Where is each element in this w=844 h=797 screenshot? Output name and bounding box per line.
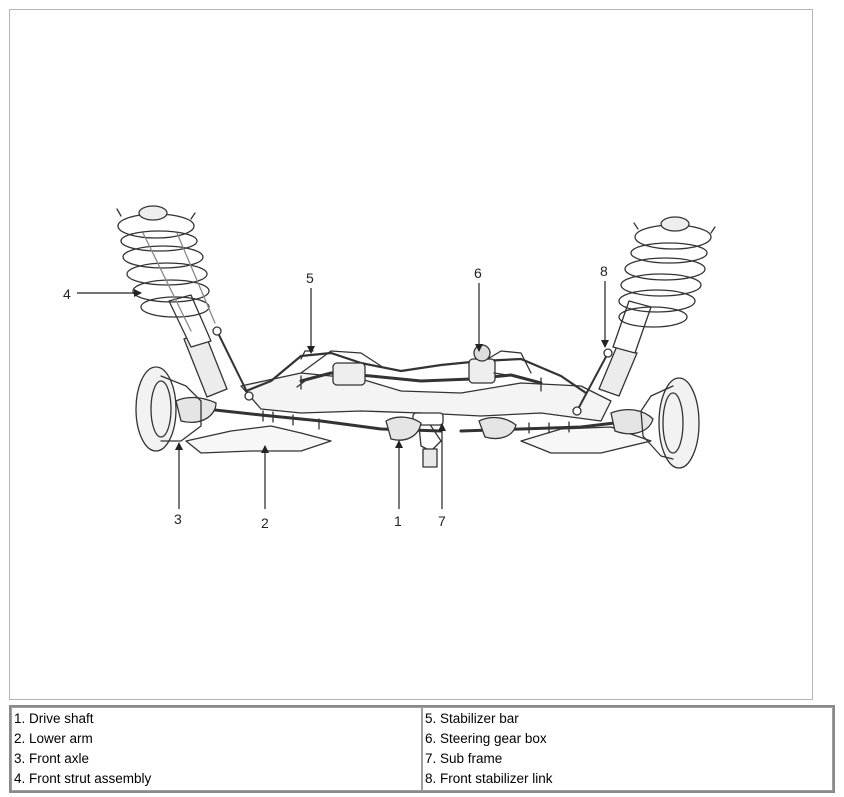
callout-4: 4 <box>63 286 71 302</box>
callout-7: 7 <box>438 513 446 529</box>
callout-6: 6 <box>474 265 482 281</box>
callout-2: 2 <box>261 515 269 531</box>
legend-item-stabilizer-bar: 5. Stabilizer bar <box>425 711 519 726</box>
legend-item-drive-shaft: 1. Drive shaft <box>14 711 94 726</box>
front-stabilizer-link-left <box>212 326 254 401</box>
legend-table: 1. Drive shaft 2. Lower arm 3. Front axl… <box>9 705 835 793</box>
legend-item-steering-gear-box: 6. Steering gear box <box>425 731 547 746</box>
figure-frame: 1 2 3 4 5 6 7 8 <box>9 9 813 700</box>
legend-item-front-axle: 3. Front axle <box>14 751 90 766</box>
legend-column-right: 5. Stabilizer bar 6. Steering gear box 7… <box>422 707 833 791</box>
callout-8: 8 <box>600 263 608 279</box>
front-strut-assembly-left <box>116 205 228 398</box>
legend-item-lower-arm: 2. Lower arm <box>14 731 93 746</box>
front-stabilizer-link-right <box>572 348 613 416</box>
front-axle-right <box>640 377 700 469</box>
front-strut-assembly-right <box>598 216 716 397</box>
steering-gear-box <box>296 344 543 392</box>
lower-arm-left <box>185 425 332 454</box>
drive-shaft <box>175 396 654 441</box>
legend-column-left: 1. Drive shaft 2. Lower arm 3. Front axl… <box>11 707 422 791</box>
callout-5: 5 <box>306 270 314 286</box>
legend-item-front-stabilizer-link: 8. Front stabilizer link <box>425 771 553 786</box>
sub-frame <box>240 350 612 468</box>
front-axle-left <box>135 366 202 452</box>
callout-3: 3 <box>174 511 182 527</box>
legend-item-sub-frame: 7. Sub frame <box>425 751 503 766</box>
legend-item-front-strut-assembly: 4. Front strut assembly <box>14 771 152 786</box>
suspension-diagram: 1 2 3 4 5 6 7 8 <box>63 205 716 531</box>
callout-1: 1 <box>394 513 402 529</box>
